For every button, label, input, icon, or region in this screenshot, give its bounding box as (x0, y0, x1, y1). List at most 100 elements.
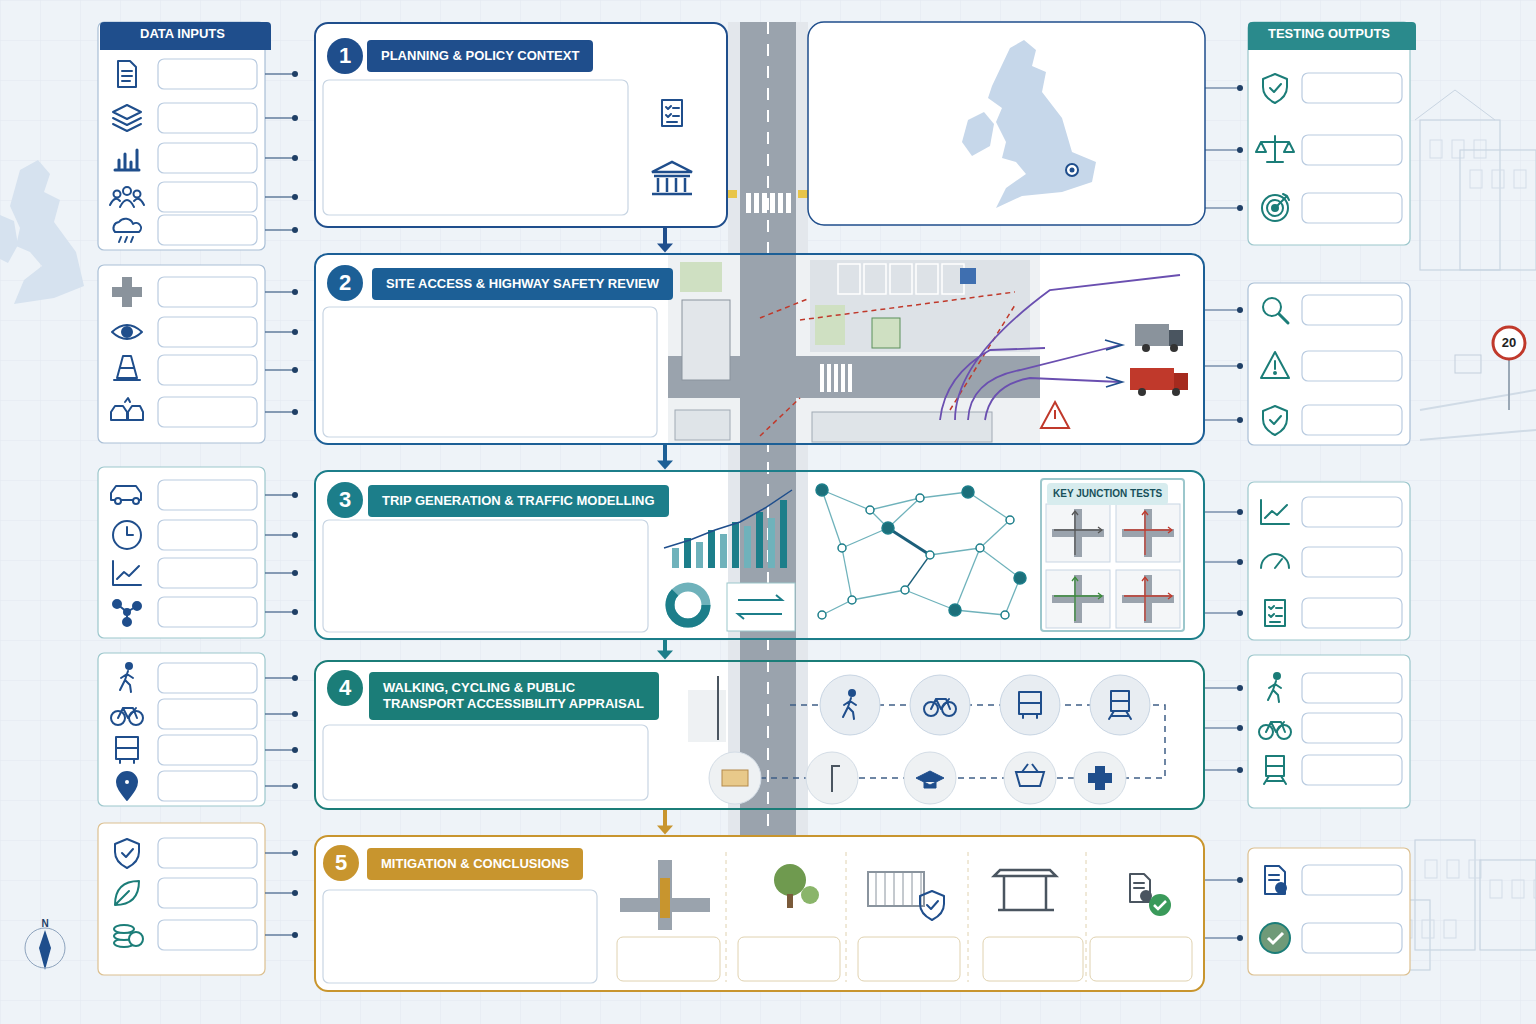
leader-dot (1237, 610, 1243, 616)
people-icon (123, 187, 131, 195)
network-node (866, 506, 874, 514)
section-box: TRIP GENERATION & TRAFFIC MODELLING KEY J… (314, 470, 1205, 640)
arrow-head (657, 461, 673, 470)
network-node (901, 586, 909, 594)
ireland-map (962, 112, 994, 156)
speed-limit: 20 (1495, 334, 1523, 352)
network-node (962, 486, 974, 498)
shop-icon (1016, 764, 1044, 786)
column-panel (98, 823, 265, 975)
cert-icon (1130, 874, 1150, 902)
faint-window (1469, 860, 1481, 878)
cert-icon (1276, 883, 1286, 893)
walk-icon (1268, 681, 1281, 702)
section-heading: KEY JUNCTION TESTS (1047, 483, 1168, 505)
text-area (323, 890, 597, 983)
column-panel (1248, 482, 1410, 640)
leader-dot (292, 155, 298, 161)
wheel (1172, 388, 1180, 396)
leader-line (265, 411, 295, 412)
donut (670, 587, 706, 623)
section-heading: TRIP GENERATION & TRAFFIC MODELLING (368, 485, 669, 517)
text-area (323, 80, 628, 215)
zebra-stripe (841, 364, 845, 392)
network-node (916, 494, 924, 502)
junction-icon (112, 277, 142, 307)
column-panel (98, 467, 265, 638)
section-heading: MITIGATION & CONCLUSIONS (367, 848, 583, 880)
empty-field (1302, 547, 1402, 577)
faint-roof (1415, 90, 1495, 120)
callout-number: 4 (327, 670, 363, 706)
leader-line (1205, 149, 1240, 150)
leader-dot (292, 492, 298, 498)
callout-number: 1 (327, 38, 363, 74)
network-node (1001, 611, 1009, 619)
leader-dot (292, 747, 298, 753)
leaf-icon (115, 881, 139, 905)
leader-dot (292, 115, 298, 121)
section-fill (314, 253, 1205, 445)
zebra-stripe (762, 193, 767, 213)
mode-circle (1000, 675, 1060, 735)
tactile-paving (722, 770, 748, 786)
tactile-paving (798, 190, 808, 198)
compass-ring (25, 928, 65, 968)
cert-icon (1265, 866, 1285, 894)
leader-line (265, 331, 295, 332)
walk-icon (1274, 673, 1280, 679)
section-fill (314, 835, 1205, 992)
zebra-stripe (770, 193, 775, 213)
vehicle-arrow (1105, 340, 1122, 387)
empty-field (158, 920, 257, 950)
institution-icon (652, 162, 692, 194)
column-panel (98, 653, 265, 806)
section-heading: SITE ACCESS & HIGHWAY SAFETY REVIEW (372, 268, 673, 300)
empty-field (1302, 865, 1402, 895)
bars-icon (115, 150, 139, 170)
leader-line (265, 785, 295, 786)
search-icon (1279, 314, 1288, 323)
tree-trunk (787, 894, 793, 908)
empty-field (158, 771, 257, 801)
empty-field (158, 480, 257, 510)
leader-line (1205, 612, 1240, 613)
facility-circle (806, 752, 858, 804)
section-heading: TESTING OUTPUTS (1248, 22, 1410, 46)
walk-icon (120, 671, 133, 692)
leader-line (265, 749, 295, 750)
flow-arrow (657, 445, 673, 470)
coins-icon (129, 932, 143, 946)
network-node (1006, 516, 1014, 524)
section-heading: WALKING, CYCLING & PUBLIC TRANSPORT ACCE… (369, 672, 659, 720)
network-link (980, 520, 1010, 548)
eye-icon (122, 327, 132, 337)
junction-road (1122, 509, 1174, 557)
faint-window (1514, 170, 1526, 188)
wheel (1142, 344, 1150, 352)
network-link (955, 548, 980, 610)
column-panel (1248, 655, 1410, 808)
bar (744, 526, 751, 568)
faint-window (1512, 880, 1524, 898)
cars-icon (111, 398, 143, 420)
street-scene (688, 690, 726, 742)
turning-movement (1124, 511, 1172, 555)
empty-field (158, 317, 257, 347)
leader-line (1205, 561, 1240, 562)
empty-field (1302, 755, 1402, 785)
network-node (818, 611, 826, 619)
zebra-stripe (827, 364, 831, 392)
clock-icon (113, 521, 141, 549)
empty-field (158, 103, 257, 133)
compass-north: N (38, 918, 52, 930)
trend-line (664, 490, 792, 548)
leader-line (1205, 687, 1240, 688)
warn-icon (1274, 372, 1276, 374)
section-fill (314, 22, 728, 228)
parking-bay (838, 264, 860, 294)
uk-map (988, 40, 1096, 208)
section-box: MITIGATION & CONCLUSIONS (314, 835, 1205, 992)
empty-field (158, 215, 257, 245)
